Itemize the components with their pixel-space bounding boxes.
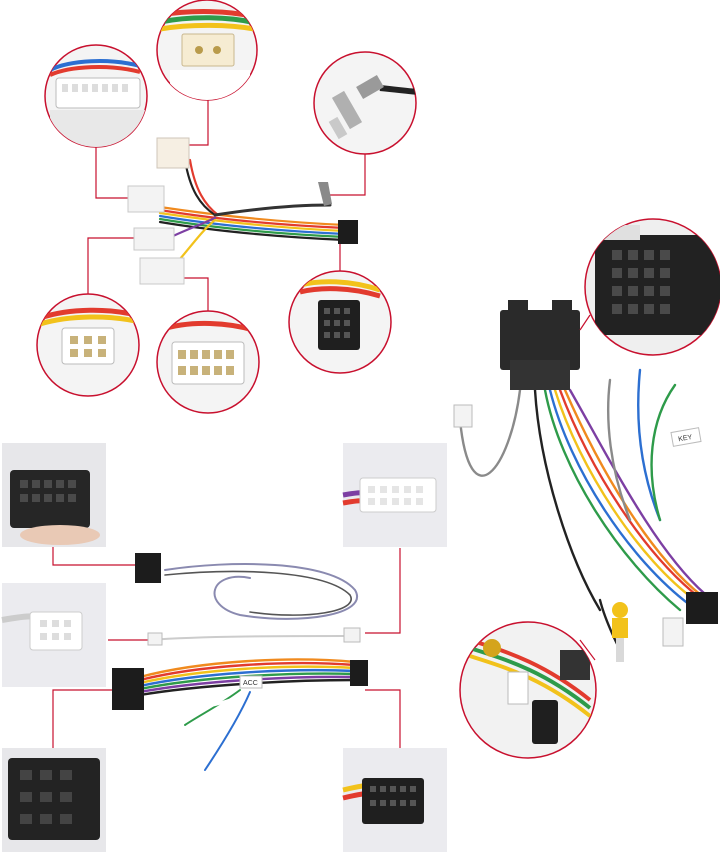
- rca-plug-yellow: [612, 618, 628, 638]
- detail-square: [1, 583, 106, 687]
- detail-square: [342, 748, 447, 852]
- detail-circle: [584, 218, 720, 356]
- detail-circle: [156, 310, 260, 414]
- wire-tag-label: ACC: [243, 680, 258, 687]
- detail-circle: [44, 44, 148, 148]
- wire-tag: KEY: [670, 427, 702, 447]
- harness-top-left: [36, 0, 417, 414]
- connector-white: [147, 632, 163, 646]
- wire-tag-label: KEY: [678, 434, 693, 443]
- callout-line: [579, 639, 596, 661]
- detail-circle: [313, 51, 417, 155]
- detail-square: [342, 443, 447, 547]
- connector-black: [686, 592, 718, 624]
- detail-circle: [156, 0, 258, 101]
- connector-white: [139, 257, 185, 285]
- connector-white: [156, 137, 190, 169]
- connector-white: [127, 185, 165, 213]
- callout-lines-top: [87, 100, 366, 311]
- connector-black: [338, 220, 358, 244]
- detail-square: [2, 443, 106, 547]
- wire-bundle-right: [458, 368, 707, 652]
- connector-white: [662, 617, 684, 647]
- connector-white: [133, 227, 175, 251]
- antenna-plug: [318, 182, 332, 206]
- connector-black: [112, 668, 144, 710]
- wire-bundle-top: [158, 158, 347, 272]
- connector-white: [343, 627, 361, 643]
- detail-square: [2, 748, 106, 852]
- callout-line: [579, 314, 591, 331]
- connector-black: [500, 300, 580, 390]
- wire-bundle-bottom: [138, 563, 358, 771]
- harness-right: KEY: [453, 218, 720, 759]
- detail-circle: [459, 621, 597, 759]
- connector-white: [453, 404, 473, 428]
- rca-plug-yellow: [616, 638, 624, 662]
- wire-tag: ACC: [239, 675, 263, 689]
- detail-circle: [288, 270, 392, 374]
- detail-circle: [36, 293, 140, 397]
- connector-black: [135, 553, 161, 583]
- harness-bottom-left: ACC: [1, 443, 447, 852]
- connector-black: [350, 660, 368, 686]
- callout-lines-bottom: [52, 545, 401, 748]
- rca-plug-yellow: [612, 602, 628, 618]
